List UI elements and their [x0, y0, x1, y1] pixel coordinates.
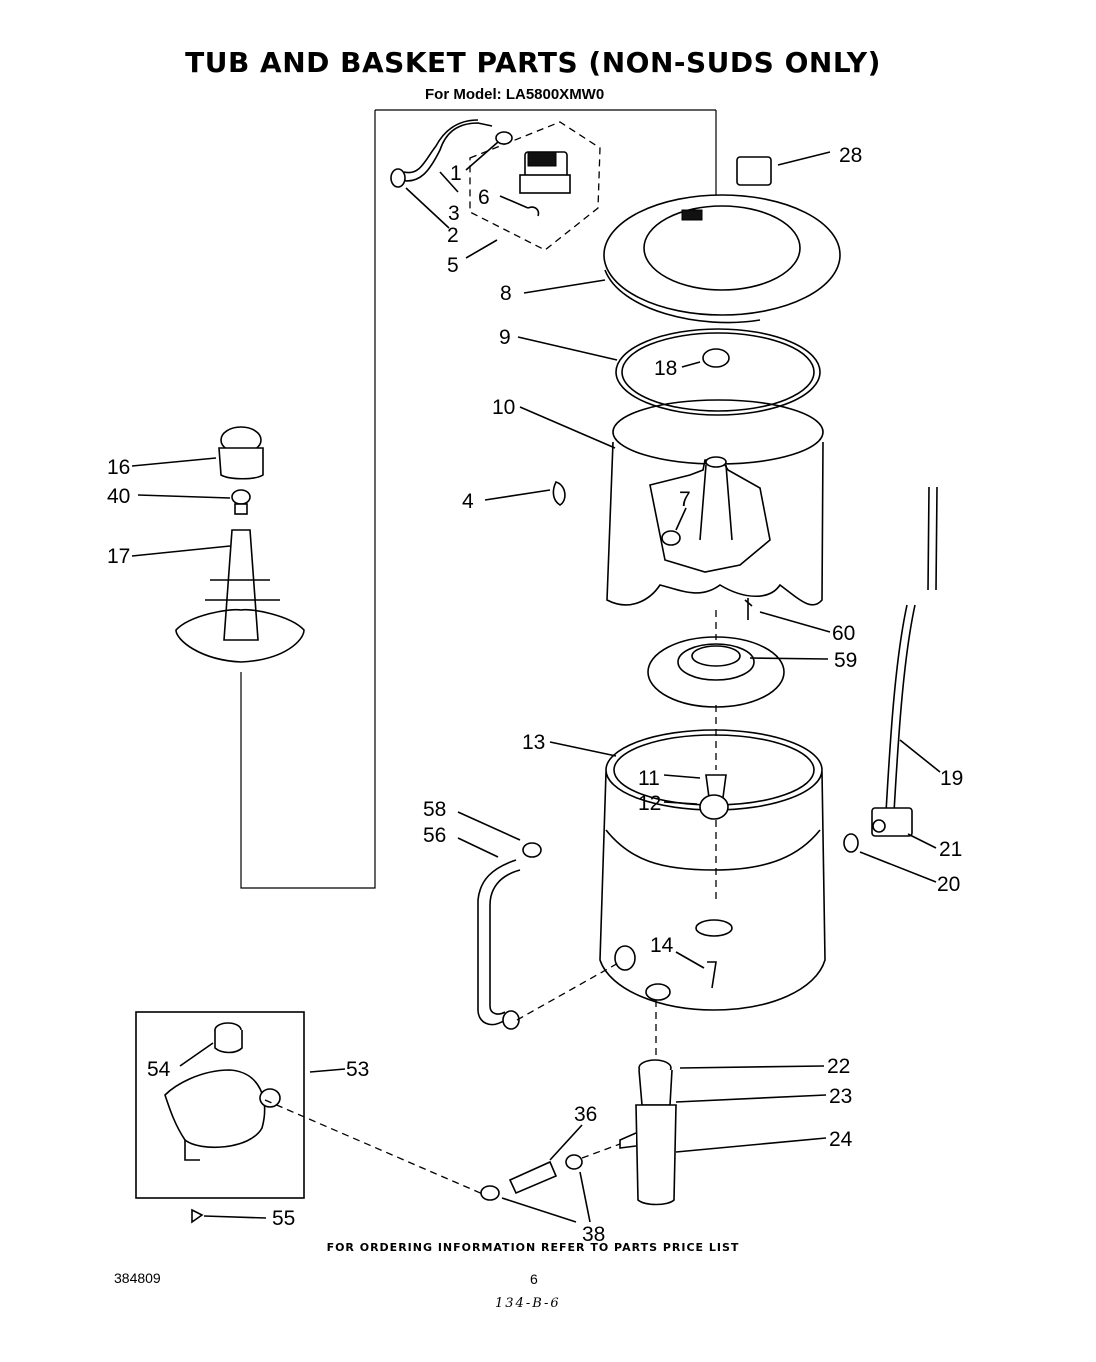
- callout-22: 22: [827, 1055, 850, 1078]
- page-title: TUB AND BASKET PARTS (NON-SUDS ONLY): [185, 46, 881, 79]
- part-20-washer: [843, 833, 859, 853]
- callout-7: 7: [679, 488, 691, 511]
- callout-18: 18: [654, 357, 677, 380]
- callout-3: 3: [448, 202, 460, 225]
- callout-28: 28: [839, 144, 862, 167]
- ordering-info-note: FOR ORDERING INFORMATION REFER TO PARTS …: [326, 1241, 740, 1254]
- callout-6: 6: [478, 186, 490, 209]
- callout-4: 4: [462, 490, 474, 513]
- callout-10: 10: [492, 396, 515, 419]
- callout-24: 24: [829, 1128, 853, 1151]
- agitator-frame-line: [240, 110, 376, 889]
- callout-11: 11: [638, 767, 660, 790]
- basket-part-10: [606, 399, 824, 606]
- pump-assembly: [164, 1022, 281, 1161]
- callout-36: 36: [574, 1103, 597, 1126]
- callout-1: 1: [450, 162, 462, 185]
- callout-2: 2: [447, 224, 459, 247]
- top-ring-part-8: [603, 194, 841, 324]
- callout-13: 13: [522, 731, 545, 754]
- callout-38: 38: [582, 1223, 605, 1246]
- model-subtitle: For Model: LA5800XMW0: [425, 86, 605, 103]
- callout-20: 20: [937, 873, 960, 896]
- agitator-assembly: [175, 426, 305, 663]
- callout-56: 56: [423, 824, 446, 847]
- standpipe-assembly: [619, 1059, 677, 1206]
- callout-59: 59: [834, 649, 857, 672]
- part-7-shape: [661, 530, 681, 546]
- callout-17: 17: [107, 545, 130, 568]
- callout-60: 60: [832, 622, 855, 645]
- part-60-screw: [744, 598, 753, 620]
- callout-16: 16: [107, 456, 130, 479]
- callout-12: 12: [638, 792, 661, 815]
- hose-part-19-top: [927, 486, 938, 591]
- callout-54: 54: [147, 1058, 171, 1081]
- handwritten-reference: 134-B-6: [495, 1296, 561, 1311]
- callout-23: 23: [829, 1085, 852, 1108]
- callout-55: 55: [272, 1207, 295, 1230]
- callout-numbers: 1 2 3 4 5 6 7 8 9 10 11 12 13 14 16 17 1…: [107, 144, 963, 1246]
- part-58-clamp: [522, 842, 542, 858]
- part-4-clip: [552, 481, 566, 506]
- callout-53: 53: [346, 1058, 369, 1081]
- switch-assembly: [390, 119, 601, 251]
- document-number: 384809: [114, 1270, 161, 1286]
- part-14-shape: [707, 961, 717, 989]
- balance-ring-part-9: [615, 328, 821, 416]
- seal-part-59: [647, 636, 785, 708]
- callout-5: 5: [447, 254, 459, 277]
- hose-part-56: [477, 859, 517, 1026]
- callout-8: 8: [500, 282, 512, 305]
- part-12-shape: [699, 794, 729, 820]
- page-number: 6: [530, 1271, 538, 1287]
- part-36-hose: [508, 1160, 558, 1195]
- pump-box-part-53: [135, 1011, 305, 1199]
- callout-58: 58: [423, 798, 446, 821]
- part-18-nut: [702, 348, 730, 368]
- hose-part-19-bottom: [884, 604, 916, 831]
- outer-tub-part-13: [599, 729, 826, 1011]
- callout-21: 21: [939, 838, 962, 861]
- leader-lines: [131, 141, 941, 1223]
- callout-14: 14: [650, 934, 674, 957]
- callout-19: 19: [940, 767, 963, 790]
- callout-9: 9: [499, 326, 511, 349]
- callout-40: 40: [107, 485, 130, 508]
- part-28-shape: [736, 156, 772, 186]
- part-55-screw: [191, 1208, 204, 1224]
- part-38-clamp-b: [565, 1154, 583, 1170]
- part-38-clamp-a: [480, 1185, 500, 1201]
